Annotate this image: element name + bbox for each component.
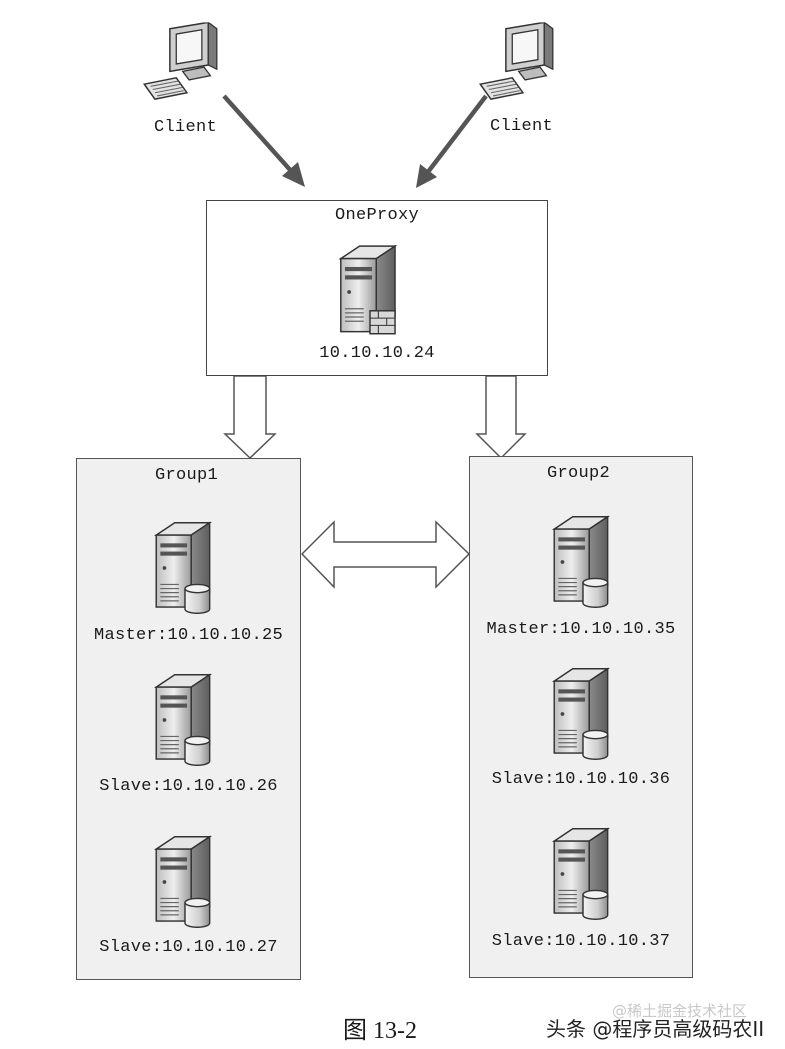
group2-slave2-label: Slave:10.10.10.37 — [491, 932, 671, 951]
group2-slave1-label: Slave:10.10.10.36 — [491, 770, 671, 789]
group1-master-server — [148, 520, 222, 616]
group-sync-arrow — [300, 520, 471, 589]
database-server-icon — [546, 666, 620, 762]
client-left-label: Client — [154, 118, 218, 137]
group2-slave1-server — [546, 666, 620, 762]
group2-master-label: Master:10.10.10.35 — [486, 620, 676, 639]
database-server-icon — [546, 514, 620, 610]
group1-master-label: Master:10.10.10.25 — [93, 626, 284, 645]
proxy-to-group1-arrow — [223, 375, 277, 460]
group2-slave2-server — [546, 826, 620, 922]
watermark: 头条 @程序员高级码农II — [546, 1017, 765, 1041]
database-server-icon — [148, 520, 222, 616]
client-right-label: Client — [490, 117, 554, 136]
group2-master-server — [546, 514, 620, 610]
figure-caption: 图 13-2 — [343, 1018, 417, 1044]
proxy-to-group2-arrow — [475, 375, 527, 460]
database-server-icon — [546, 826, 620, 922]
group1-slave1-label: Slave:10.10.10.26 — [99, 777, 278, 796]
proxy-title: OneProxy — [334, 206, 419, 225]
proxy-server — [330, 244, 410, 340]
group1-title: Group1 — [155, 466, 219, 485]
group1-slave2-server — [148, 834, 222, 930]
watermark-faint: @稀土掘金技术社区 — [612, 1002, 748, 1020]
database-server-icon — [148, 834, 222, 930]
group1-slave2-label: Slave:10.10.10.27 — [99, 938, 278, 957]
database-server-icon — [148, 672, 222, 768]
client-left-arrow — [222, 94, 305, 187]
group1-slave1-server — [148, 672, 222, 768]
server-icon — [330, 244, 410, 340]
client-right-arrow — [416, 94, 488, 188]
proxy-ip: 10.10.10.24 — [319, 344, 435, 363]
group2-title: Group2 — [547, 464, 611, 483]
